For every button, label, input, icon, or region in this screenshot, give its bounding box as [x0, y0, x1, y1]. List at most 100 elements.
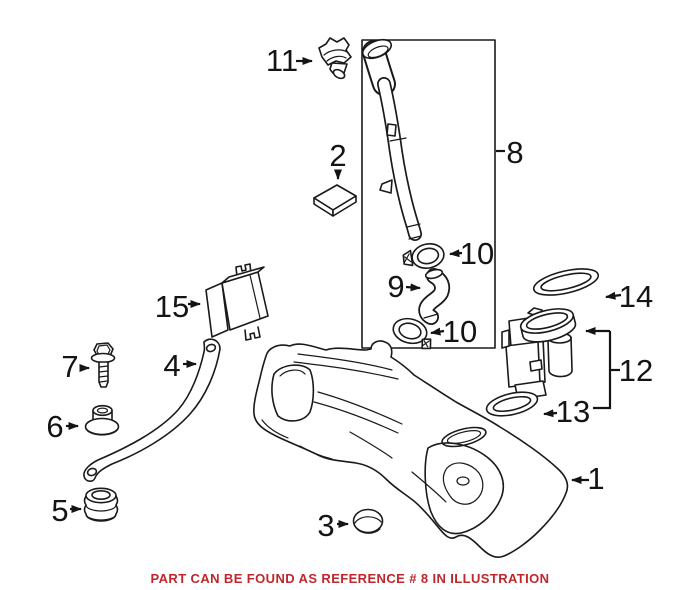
filler-cap	[318, 37, 352, 80]
hose-clamp-upper	[402, 242, 445, 270]
tank-seam-line-4	[261, 419, 289, 439]
tank-top-ridge-line-2	[293, 361, 399, 380]
hose-top-opening	[424, 268, 444, 280]
flange-bolt	[90, 342, 116, 388]
callout-label-2: 2	[329, 138, 346, 173]
callout-label-1: 1	[587, 461, 604, 496]
tank-left-dome-panel	[271, 364, 315, 422]
callout-label-8: 8	[506, 135, 523, 170]
tank-top-ridge-line-1	[297, 353, 393, 371]
leader-9	[405, 283, 421, 292]
callout-labels: 1 2 3 4 5 6 7 8 9 10 10 11 12 13 14 15	[46, 43, 653, 543]
tank-strap	[83, 338, 221, 482]
plug-cap	[352, 508, 384, 534]
seal-ring-13	[485, 391, 539, 417]
grommet	[84, 404, 120, 436]
flat-pad-part2	[313, 184, 357, 217]
leader-12-bracket	[593, 331, 612, 410]
filler-neck-cap	[361, 38, 393, 60]
module-face-split	[249, 274, 261, 319]
pad-right-edge	[332, 195, 357, 217]
pipe-joint-line	[389, 137, 407, 142]
callout-label-10-upper: 10	[460, 236, 494, 271]
plug-cap-body	[352, 508, 384, 534]
tank-saddle-line-2	[313, 401, 399, 434]
flange-rim	[519, 308, 575, 334]
ribbed-bushing	[83, 487, 119, 522]
tank-recess-kidney	[442, 462, 484, 505]
hose-clamp-lower	[392, 317, 432, 350]
bushing-rib-line-2	[85, 513, 117, 521]
seal-outer	[485, 391, 539, 417]
clamp-screw-slot	[404, 253, 412, 263]
pump-side-tab	[501, 329, 510, 349]
neck-cap-inner	[367, 45, 389, 59]
pump-latch	[529, 359, 543, 372]
callout-label-12: 12	[619, 353, 653, 388]
callout-label-9: 9	[387, 269, 404, 304]
leader-10-upper	[449, 249, 463, 258]
module-left-face	[205, 282, 229, 338]
pump-canister	[547, 336, 573, 378]
gasket-inner	[540, 272, 592, 292]
pipe-end-cut	[408, 235, 422, 240]
grommet-hole	[96, 407, 109, 414]
pipe-side-nub	[379, 179, 393, 194]
leader-lines	[66, 57, 622, 528]
pipe-bracket-tab	[386, 123, 397, 137]
plug-cap-dome-line	[354, 516, 382, 524]
pipe-end-band	[406, 223, 421, 228]
clamp-band-inner	[416, 247, 440, 265]
callout-label-4: 4	[163, 348, 180, 383]
flange-inner	[525, 312, 569, 330]
filler-pipe	[361, 38, 422, 241]
clamp-screw-slot	[422, 340, 430, 348]
tank-seam-line-1	[349, 431, 393, 459]
callout-label-13: 13	[556, 394, 590, 429]
fuel-tank	[253, 340, 569, 558]
bushing-inner-ring	[91, 489, 111, 500]
pump-flange	[519, 308, 577, 343]
bolt-threads	[98, 365, 109, 383]
callout-label-7: 7	[61, 349, 78, 384]
bolt-flange	[90, 352, 116, 364]
grommet-stem-top	[92, 404, 113, 417]
cap-face-line-1	[323, 49, 348, 56]
control-module	[205, 263, 269, 341]
gasket-outer	[532, 268, 600, 296]
pipe-body	[378, 78, 421, 240]
tank-saddle-line-1	[317, 391, 403, 425]
tank-dome-inner-line	[279, 369, 306, 377]
callout-label-11: 11	[266, 43, 298, 78]
module-top-face	[221, 266, 265, 284]
tank-recess-dimple	[456, 476, 470, 486]
leader-10-lower	[430, 327, 445, 336]
fuel-pump-assembly	[501, 307, 577, 400]
fuel-hose	[418, 268, 451, 325]
module-bottom-tab	[244, 326, 261, 341]
pump-opening-inner	[446, 430, 482, 444]
grommet-skirt-lip	[85, 428, 119, 436]
seal-inner	[492, 395, 532, 413]
cap-face-line-2	[326, 55, 347, 62]
gasket-ring-14	[532, 268, 600, 296]
callout-label-3: 3	[317, 508, 334, 543]
tank-seam-line-3	[411, 471, 447, 503]
hose-bottom-cut	[423, 313, 439, 319]
callout-label-5: 5	[51, 493, 68, 528]
callout-label-10-lower: 10	[443, 314, 477, 349]
cap-body	[318, 37, 352, 66]
reference-note: PART CAN BE FOUND AS REFERENCE # 8 IN IL…	[151, 571, 550, 586]
clamp-band-outer	[411, 242, 445, 270]
callout-label-6: 6	[46, 409, 63, 444]
bushing-rib-line-1	[85, 504, 117, 512]
callout-label-15: 15	[155, 289, 189, 324]
cap-cone-tip	[332, 68, 346, 80]
tank-seam-line-2	[299, 445, 333, 460]
callout-label-14: 14	[619, 279, 653, 314]
strap-bottom-hole	[86, 467, 98, 477]
clamp-band-inner	[398, 322, 422, 340]
leader-14	[605, 291, 622, 300]
